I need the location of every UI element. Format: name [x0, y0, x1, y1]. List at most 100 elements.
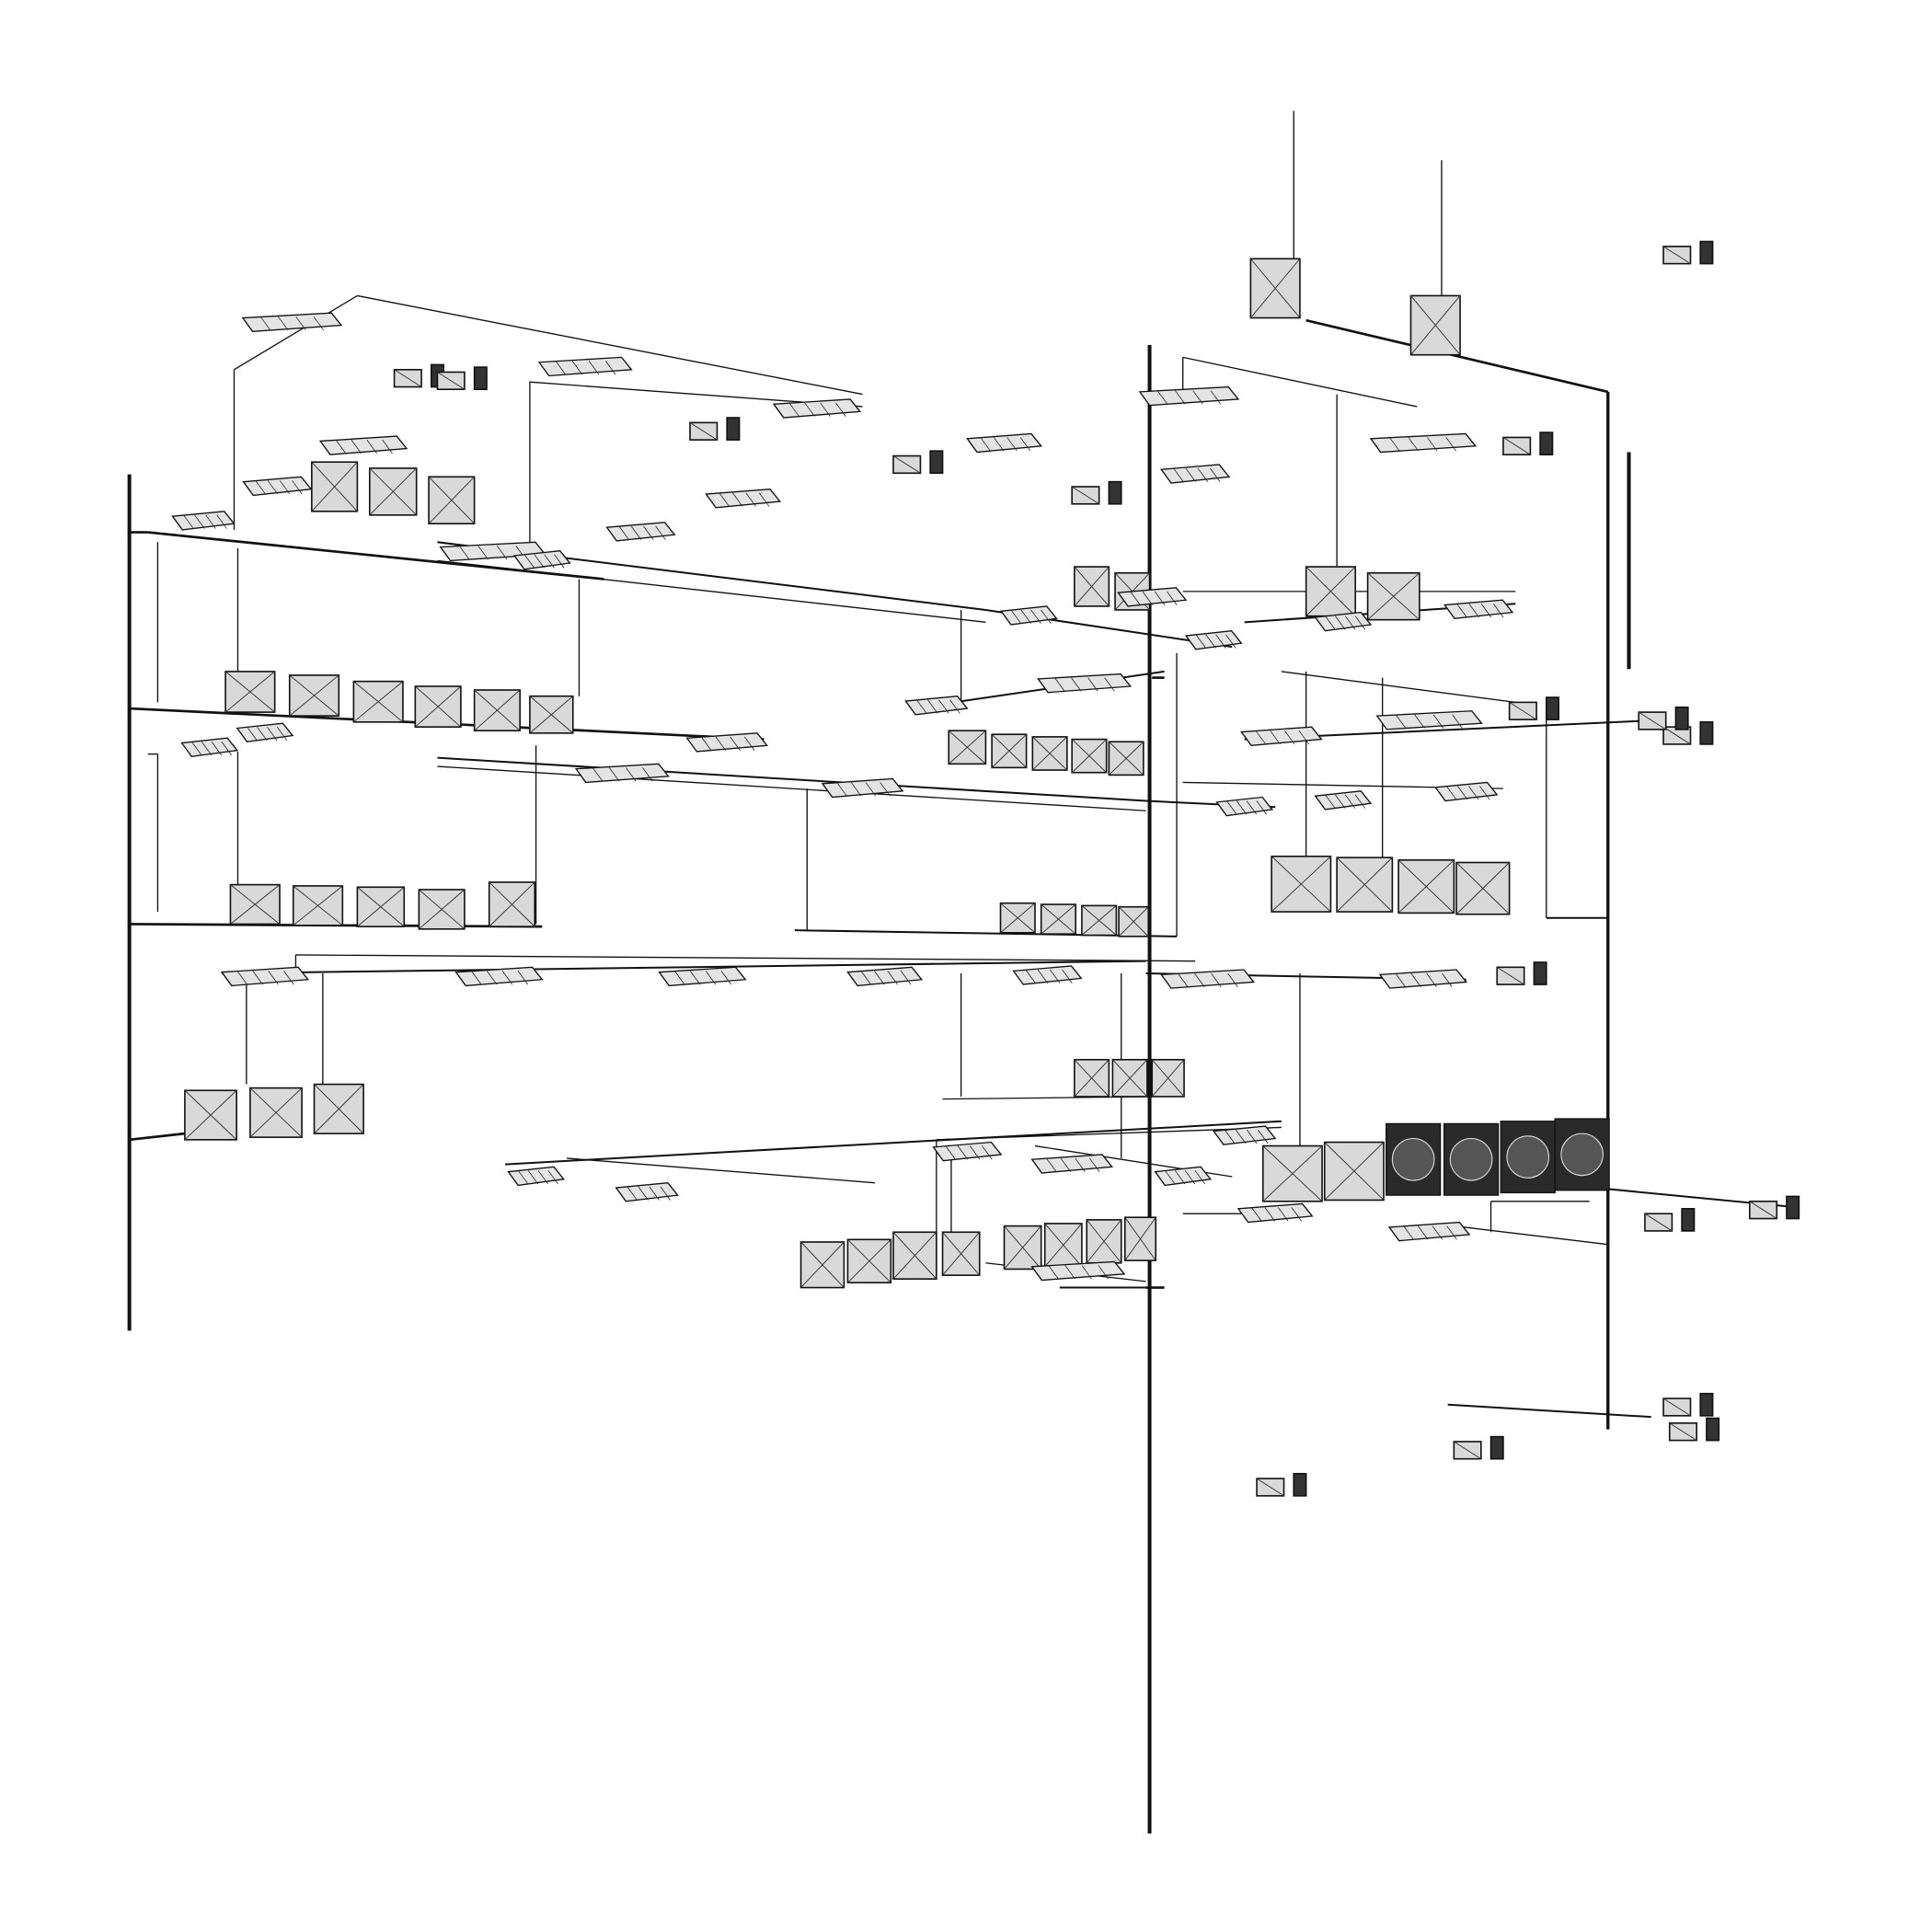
indoor-cassette-unit — [1117, 587, 1188, 607]
outdoor-unit — [1123, 1216, 1157, 1261]
indoor-cassette-unit — [512, 549, 571, 570]
outdoor-unit — [1151, 1058, 1185, 1098]
indoor-cassette-unit — [685, 732, 769, 753]
indoor-cassette-unit — [507, 1166, 565, 1187]
indoor-cassette-unit — [658, 966, 747, 987]
indoor-cassette-unit — [846, 966, 924, 987]
indoor-cassette-unit — [574, 763, 670, 784]
outdoor-unit — [1323, 1141, 1385, 1202]
piping-layer — [127, 110, 1800, 1834]
outdoor-unit — [1261, 1144, 1323, 1202]
pipe-segment — [222, 960, 1146, 975]
outdoor-unit — [948, 730, 987, 765]
indoor-cassette-unit — [999, 605, 1058, 626]
condenser-fan-unit — [1500, 1121, 1556, 1194]
outdoor-unit — [488, 881, 536, 927]
pipe-segment — [295, 954, 1196, 962]
indoor-cassette-unit — [220, 966, 310, 987]
outdoor-unit — [414, 685, 462, 728]
outdoor-unit — [229, 883, 281, 926]
outdoor-unit — [313, 1083, 364, 1134]
outdoor-unit — [1409, 294, 1461, 356]
equipment-layer — [171, 240, 1800, 1497]
indoor-cassette-unit — [1387, 1221, 1471, 1242]
indoor-cassette-unit — [904, 695, 969, 716]
indoor-cassette-unit — [932, 1141, 1003, 1162]
outdoor-unit — [991, 733, 1028, 769]
pipe-fitting-box — [1508, 696, 1559, 720]
indoor-cassette-unit — [1037, 673, 1133, 694]
indoor-cassette-unit — [821, 777, 904, 799]
indoor-cassette-unit — [241, 312, 343, 332]
outdoor-unit — [1305, 566, 1357, 617]
outdoor-unit — [1074, 566, 1110, 607]
indoor-cassette-unit — [454, 966, 544, 987]
pipe-fitting-box — [1638, 706, 1689, 730]
pipe-fitting-box — [1662, 1392, 1714, 1417]
pipe-fitting-box — [1748, 1195, 1800, 1220]
pipe-segment — [437, 756, 1146, 802]
indoor-cassette-unit — [180, 737, 239, 758]
outdoor-unit — [311, 461, 359, 512]
indoor-cassette-unit — [1240, 726, 1323, 746]
outdoor-unit — [1249, 258, 1301, 319]
indoor-cassette-unit — [1160, 969, 1256, 989]
indoor-cassette-unit — [1160, 464, 1231, 484]
pipe-fitting-box — [393, 363, 444, 388]
pipe-segment — [234, 294, 358, 371]
pipe-fitting-box — [1502, 431, 1554, 455]
outdoor-unit — [846, 1238, 892, 1283]
outdoor-unit — [1040, 903, 1076, 935]
outdoor-unit — [473, 689, 521, 731]
pipe-fitting-box — [1496, 961, 1547, 985]
outdoor-unit — [1397, 859, 1455, 914]
indoor-cassette-unit — [1030, 1154, 1114, 1174]
outdoor-unit — [1118, 905, 1150, 937]
pipe-fitting-box — [1668, 1417, 1720, 1442]
pipe-fitting-box — [1644, 1208, 1696, 1232]
indoor-cassette-unit — [1212, 1125, 1277, 1145]
indoor-cassette-unit — [1236, 1202, 1314, 1224]
indoor-cassette-unit — [1378, 969, 1468, 989]
indoor-cassette-unit — [242, 476, 313, 497]
outdoor-unit — [1074, 1058, 1110, 1098]
pipe-fitting-box — [1071, 480, 1122, 505]
outdoor-unit — [1455, 861, 1511, 915]
indoor-cassette-unit — [1369, 432, 1478, 454]
outdoor-unit — [1086, 1219, 1122, 1264]
indoor-cassette-unit — [1030, 1260, 1126, 1282]
pipe-fitting-box — [1256, 1472, 1307, 1497]
pipe-segment — [437, 559, 986, 624]
indoor-cassette-unit — [1154, 1166, 1213, 1187]
indoor-cassette-unit — [605, 522, 676, 542]
outdoor-unit — [529, 695, 574, 734]
indoor-cassette-unit — [1375, 710, 1483, 730]
outdoor-unit — [1108, 741, 1144, 776]
indoor-cassette-unit — [1215, 796, 1274, 817]
pipe-fitting-box — [1662, 240, 1714, 265]
outdoor-unit — [368, 467, 418, 516]
pipe-segment — [129, 1132, 186, 1142]
pipe-segment — [1447, 1403, 1651, 1419]
pipe-segment — [1182, 356, 1418, 408]
indoor-cassette-unit — [1138, 385, 1240, 407]
outdoor-unit — [184, 1089, 237, 1141]
condenser-fan-unit — [1554, 1118, 1610, 1191]
outdoor-unit — [892, 1231, 937, 1280]
indoor-cassette-unit — [171, 511, 236, 531]
outdoor-unit — [288, 674, 340, 717]
indoor-cassette-unit — [1443, 599, 1514, 620]
indoor-cassette-unit — [1434, 781, 1499, 802]
indoor-cassette-unit — [705, 489, 782, 509]
outdoor-unit — [1031, 736, 1068, 771]
indoor-cassette-unit — [966, 432, 1042, 454]
indoor-cassette-unit — [236, 722, 294, 742]
outdoor-unit — [1081, 904, 1118, 937]
pipe-segment — [1305, 318, 1609, 394]
pipe-segment — [505, 1120, 1282, 1166]
outdoor-unit — [799, 1241, 845, 1289]
outdoor-unit — [999, 902, 1036, 934]
indoor-cassette-unit — [772, 398, 862, 419]
outdoor-unit — [352, 680, 404, 723]
